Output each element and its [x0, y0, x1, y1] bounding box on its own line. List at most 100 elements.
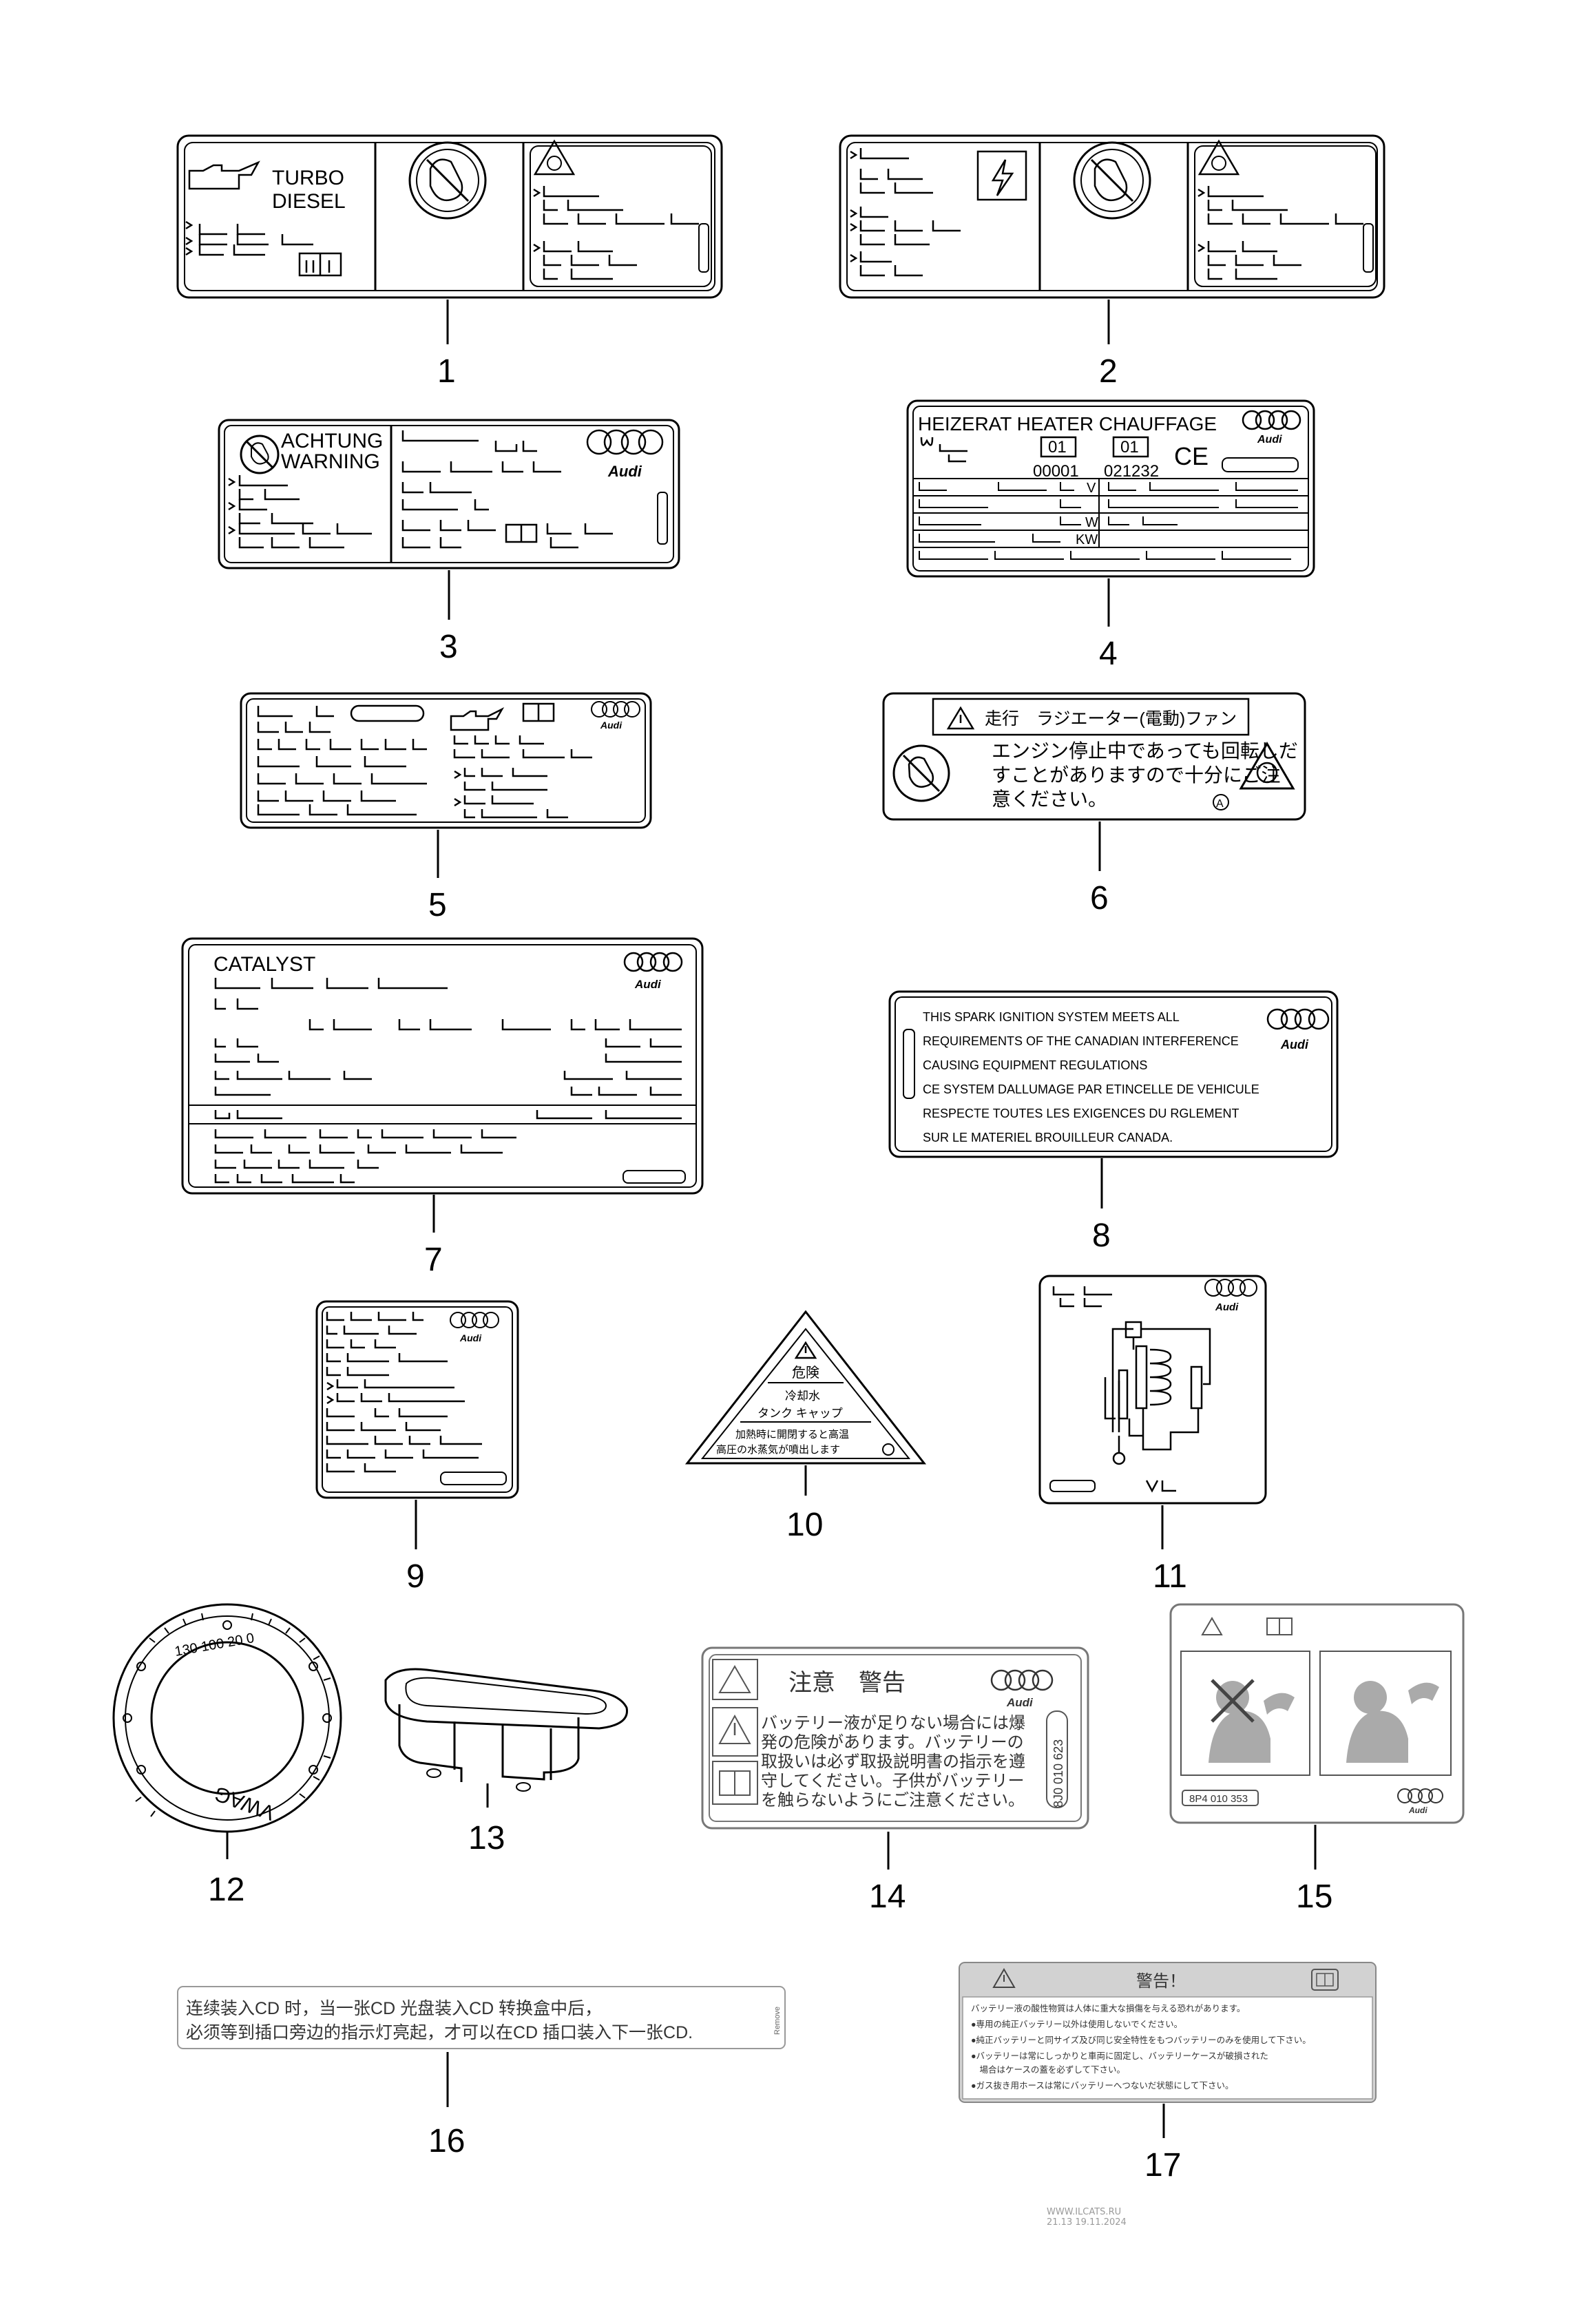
diesel-text: DIESEL: [272, 190, 346, 213]
svg-text:Remove: Remove: [773, 2007, 782, 2035]
svg-text:CAUSING EQUIPMENT REGULATIONS: CAUSING EQUIPMENT REGULATIONS: [923, 1058, 1147, 1072]
callout-7: 7: [424, 1242, 443, 1278]
audi-logo: [990, 1669, 1054, 1691]
oil-can-icon: [450, 707, 505, 731]
label-11: Audi: [1038, 1275, 1267, 1549]
callout-1: 1: [437, 353, 456, 390]
label-10: 危険 冷却水 タンク キャップ 加熱時に開閉すると高温 高圧の水蒸気が噴出します: [684, 1310, 927, 1496]
svg-text:THIS SPARK IGNITION SYSTEM MEE: THIS SPARK IGNITION SYSTEM MEETS ALL: [923, 1010, 1180, 1024]
svg-text:加熱時に開閉すると高温: 加熱時に開閉すると高温: [735, 1429, 849, 1441]
turbo-text: TURBO: [272, 167, 344, 189]
audi-logo: [1397, 1788, 1443, 1803]
svg-text:Audi: Audi: [600, 720, 623, 731]
callout-15: 15: [1296, 1878, 1332, 1915]
callout-4: 4: [1099, 636, 1118, 672]
svg-text:021232: 021232: [1104, 462, 1159, 481]
callout-9: 9: [406, 1558, 425, 1595]
label-15: 8P4 010 353 Audi: [1169, 1603, 1465, 1870]
svg-text:CE SYSTEM DALLUMAGE PAR ETINCE: CE SYSTEM DALLUMAGE PAR ETINCELLE DE VEH…: [923, 1082, 1259, 1096]
svg-text:Audi: Audi: [1280, 1038, 1309, 1051]
audi-logo: [623, 952, 683, 972]
svg-text:8J0 010 623: 8J0 010 623: [1052, 1739, 1065, 1808]
warning-text: WARNING: [281, 450, 380, 473]
watermark-site: WWW.ILCATS.RU: [1047, 2207, 1122, 2217]
svg-text:Audi: Audi: [1006, 1696, 1034, 1709]
do-not-touch-icon: [408, 141, 487, 220]
callout-11: 11: [1153, 1558, 1187, 1595]
bezel-13: [384, 1668, 628, 1808]
airbag-child-seat-figure-no: [1209, 1681, 1295, 1763]
callout-8: 8: [1092, 1217, 1111, 1254]
label-3: ACHTUNG WARNING Audi: [218, 419, 680, 620]
manual-book-icon: [522, 702, 555, 722]
svg-text:Audi: Audi: [1215, 1301, 1239, 1313]
svg-text:连续装入CD 时，当一张CD 光盘装入CD 转换盒中后，: 连续装入CD 时，当一张CD 光盘装入CD 转换盒中后，: [186, 1999, 602, 2018]
svg-text:すことがありますので十分にご注: すことがありますので十分にご注: [992, 764, 1280, 786]
catalyst-title: CATALYST: [213, 953, 315, 976]
callout-17: 17: [1144, 2147, 1181, 2184]
label-2: [839, 134, 1385, 344]
svg-text:意ください。: 意ください。: [992, 788, 1107, 810]
svg-text:バッテリー液の酸性物質は人体に重大な損傷を与える恐れがありま: バッテリー液の酸性物質は人体に重大な損傷を与える恐れがあります。: [971, 2003, 1245, 2013]
oil-can-icon: [188, 160, 260, 190]
svg-text:8P4 010 353: 8P4 010 353: [1189, 1793, 1248, 1805]
svg-text:を触らないようにご注意ください。: を触らないようにご注意ください。: [761, 1791, 1025, 1810]
svg-text:00001: 00001: [1033, 462, 1079, 481]
achtung-text: ACHTUNG: [281, 430, 383, 452]
svg-text:高圧の水蒸気が噴出します: 高圧の水蒸気が噴出します: [716, 1444, 840, 1456]
svg-text:01: 01: [1120, 438, 1139, 457]
label-17: 警告！ バッテリー液の酸性物質は人体に重大な損傷を与える恐れがあります。 ●専用…: [959, 1962, 1377, 2138]
svg-text:バッテリー液が足りない場合には爆: バッテリー液が足りない場合には爆: [761, 1714, 1025, 1732]
label-7: CATALYST Audi: [181, 937, 704, 1233]
manual-book-icon: [505, 523, 538, 543]
svg-text:冷却水: 冷却水: [785, 1390, 820, 1403]
svg-text:01: 01: [1048, 438, 1067, 457]
svg-text:●バッテリーは常にしっかりと車両に固定し、バッテリーケースが: ●バッテリーは常にしっかりと車両に固定し、バッテリーケースが破損された: [971, 2051, 1268, 2061]
audi-wordmark: Audi: [607, 463, 642, 480]
airbag-child-seat-figure-yes: [1346, 1681, 1439, 1763]
svg-text:Audi: Audi: [634, 978, 662, 991]
do-not-touch-icon: [892, 744, 950, 802]
callout-16: 16: [428, 2123, 465, 2159]
audi-logo: [1204, 1279, 1257, 1297]
svg-text:SUR LE MATERIEL BROUILLEUR CAN: SUR LE MATERIEL BROUILLEUR CANADA.: [923, 1131, 1173, 1144]
svg-text:●ガス抜き用ホースは常にバッテリーへつないだ状態にして下さい: ●ガス抜き用ホースは常にバッテリーへつないだ状態にして下さい。: [971, 2080, 1234, 2091]
manual-book-icon: [298, 252, 342, 277]
label-16: 连续装入CD 时，当一张CD 光盘装入CD 转换盒中后， 必须等到插口旁边的指示…: [177, 1986, 786, 2107]
watermark-date: 21.13 19.11.2024: [1047, 2217, 1127, 2228]
svg-text:危険: 危険: [792, 1365, 819, 1381]
svg-text:V: V: [1087, 481, 1096, 496]
audi-logo: [586, 429, 664, 455]
svg-text:エンジン停止中であっても回転しだ: エンジン停止中であっても回転しだ: [992, 740, 1298, 762]
label-5: Audi: [240, 692, 652, 878]
svg-text:Audi: Audi: [1257, 434, 1282, 446]
electric-warning-icon: [976, 150, 1027, 201]
svg-text:CE: CE: [1174, 442, 1209, 470]
watermark: WWW.ILCATS.RU 21.13 19.11.2024: [1047, 2207, 1127, 2228]
audi-logo: [450, 1312, 499, 1328]
label-4: HEIZERAT HEATER CHAUFFAGE Audi 01 01 000…: [906, 399, 1315, 627]
label-9: Audi: [315, 1300, 519, 1549]
svg-text:●専用の純正バッテリー以外は使用しないでください。: ●専用の純正バッテリー以外は使用しないでください。: [971, 2019, 1182, 2029]
svg-text:守してください。子供がバッテリー: 守してください。子供がバッテリー: [761, 1772, 1025, 1790]
svg-text:警告！: 警告！: [1136, 1972, 1186, 1991]
callout-2: 2: [1099, 353, 1118, 390]
audi-logo: [591, 701, 640, 718]
svg-text:Audi: Audi: [459, 1332, 482, 1343]
svg-text:Audi: Audi: [1408, 1805, 1427, 1815]
svg-text:必须等到插口旁边的指示灯亮起，才可以在CD 插口装入下一张C: 必须等到插口旁边的指示灯亮起，才可以在CD 插口装入下一张CD.: [186, 2023, 693, 2042]
fan-warning-icon: [1197, 139, 1240, 176]
heater-title: HEIZERAT HEATER CHAUFFAGE: [918, 413, 1217, 435]
audi-logo: [1266, 1008, 1330, 1030]
dial-ring-12: 130 100 20 0 VWAG: [112, 1603, 342, 1859]
svg-text:REQUIREMENTS OF THE CANADIAN I: REQUIREMENTS OF THE CANADIAN INTERFERENC…: [923, 1034, 1239, 1048]
svg-text:W: W: [1085, 515, 1098, 530]
fan-warning-icon: [1239, 742, 1295, 790]
svg-text:A: A: [1216, 798, 1224, 810]
callout-6: 6: [1090, 880, 1109, 917]
svg-text:走行 ラジエーター(電動)ファン: 走行 ラジエーター(電動)ファン: [985, 709, 1237, 729]
callout-5: 5: [428, 887, 447, 923]
do-not-touch-icon: [1073, 141, 1151, 220]
do-not-touch-icon: [240, 435, 280, 474]
